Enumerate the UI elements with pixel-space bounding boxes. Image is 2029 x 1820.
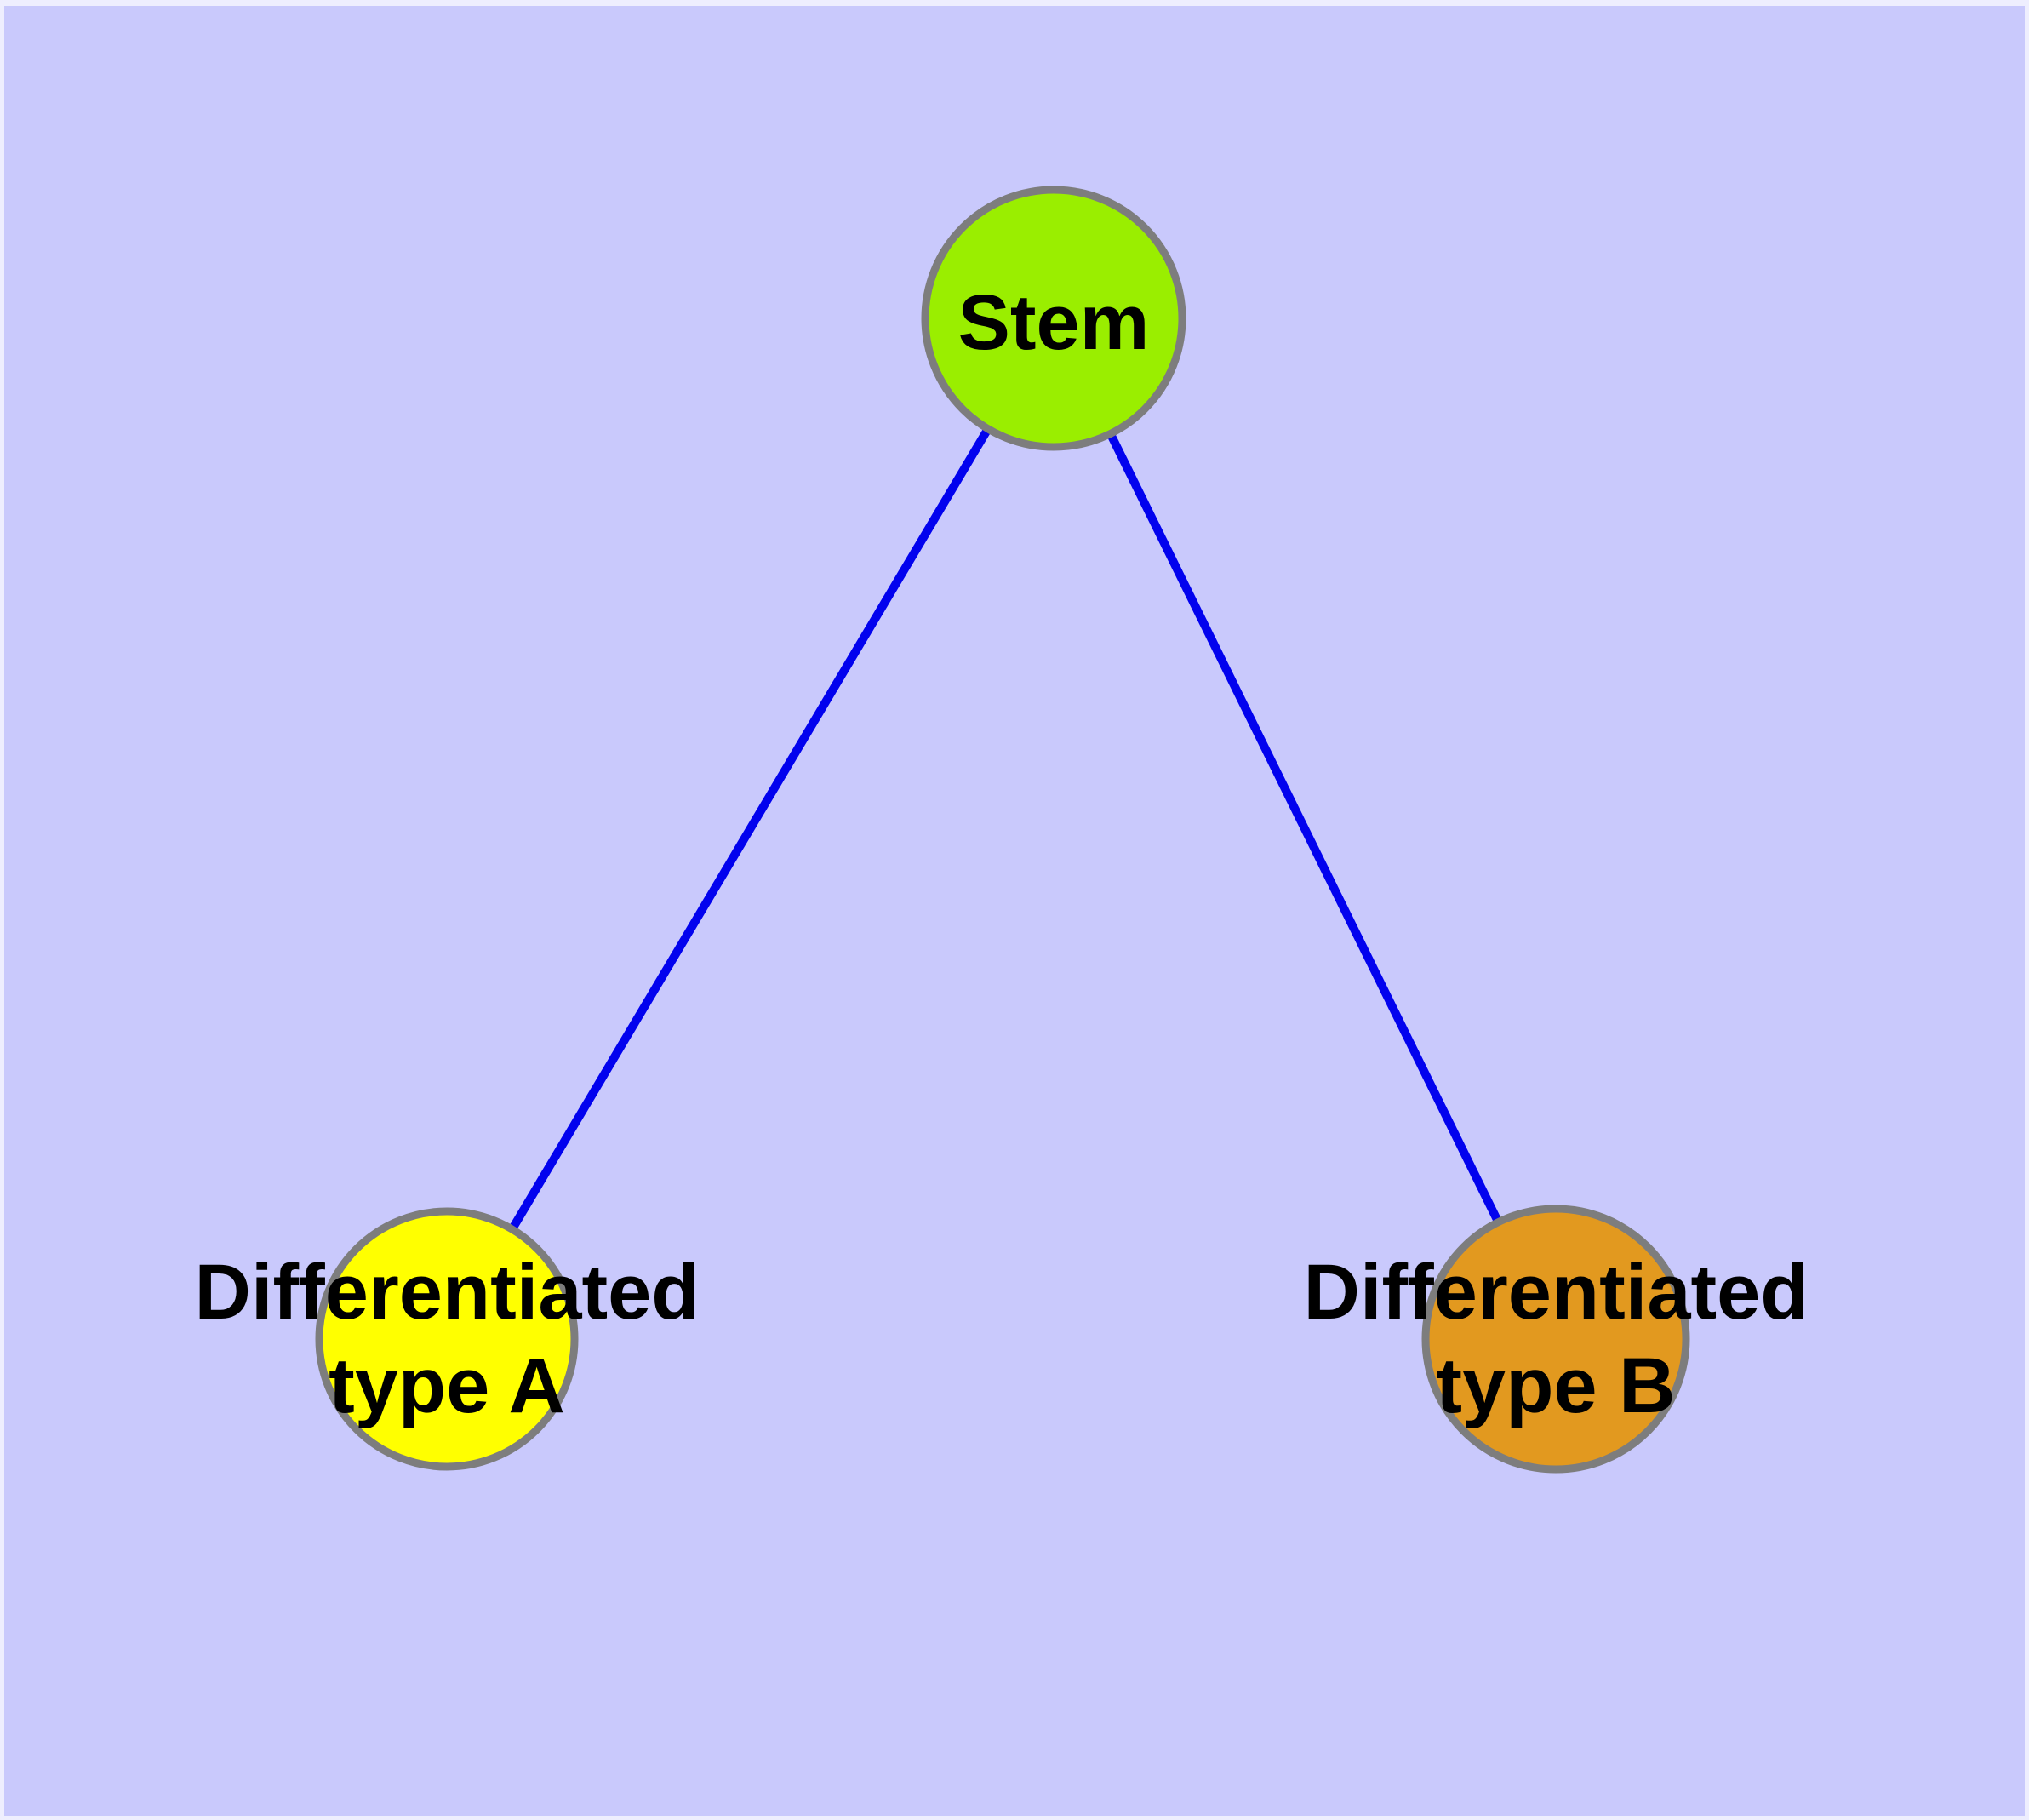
edge-group: [443, 316, 1560, 1342]
node-differentiated-type-a: Differentiated type A: [195, 1207, 700, 1471]
node-differentiated-type-b-circle: [1421, 1205, 1690, 1474]
edge-stem-to-type-a: [443, 316, 1058, 1342]
node-differentiated-type-b-label-line2: type B: [1436, 1342, 1675, 1429]
node-differentiated-type-a-label-line1: Differentiated: [195, 1249, 700, 1336]
node-differentiated-type-b-label-line1: Differentiated: [1304, 1249, 1809, 1336]
node-differentiated-type-b: Differentiated type B: [1304, 1205, 1809, 1474]
node-differentiated-type-a-circle: [315, 1207, 579, 1471]
node-stem-circle: [921, 186, 1186, 451]
node-stem: Stem: [921, 186, 1186, 451]
node-differentiated-type-a-label-line2: type A: [329, 1342, 565, 1429]
node-stem-label: Stem: [958, 279, 1150, 366]
edge-stem-to-type-b: [1049, 316, 1560, 1342]
